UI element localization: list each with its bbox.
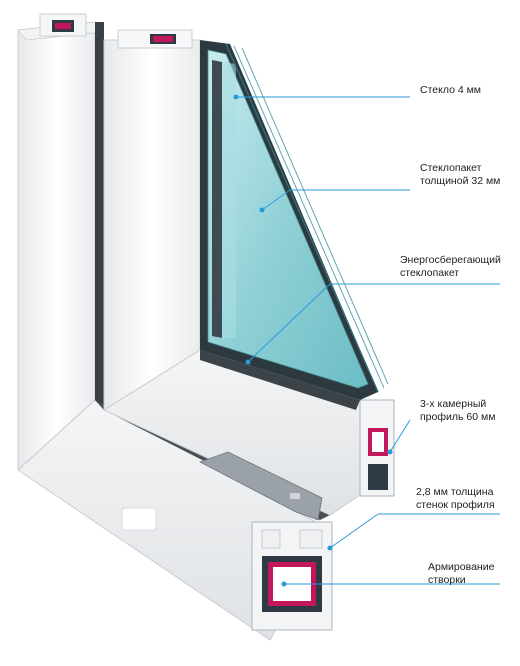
callout-text: Энергосберегающий: [400, 254, 501, 267]
callout-text: 2,8 мм толщина: [416, 486, 495, 499]
callout-text: стенок профиля: [416, 499, 495, 512]
dot-three-chamber: [388, 450, 392, 454]
dot-energy-saving: [246, 360, 250, 364]
callout-energy-saving-unit: Энергосберегающий стеклопакет: [400, 254, 501, 280]
dot-glass-4mm: [234, 95, 238, 99]
callout-text: Армирование: [428, 561, 494, 574]
callout-text: Стекло 4 мм: [420, 84, 481, 97]
callout-text: 3-х камерный: [420, 398, 495, 411]
dot-glass-unit-32mm: [260, 208, 264, 212]
callout-text: толщиной 32 мм: [420, 175, 500, 188]
leader-wall-thickness-a: [330, 514, 378, 548]
callout-sash-reinforcement: Армирование створки: [428, 561, 494, 587]
callout-wall-thickness: 2,8 мм толщина стенок профиля: [416, 486, 495, 512]
callout-glass-unit-32mm: Стеклопакет толщиной 32 мм: [420, 162, 500, 188]
dot-reinforcement: [282, 582, 286, 586]
drain-cap: [122, 508, 156, 530]
glass-unit: [200, 40, 388, 410]
callout-three-chamber-profile: 3-х камерный профиль 60 мм: [420, 398, 495, 424]
callout-glass-4mm: Стекло 4 мм: [420, 84, 481, 97]
callout-text: профиль 60 мм: [420, 411, 495, 424]
callout-text: Стеклопакет: [420, 162, 500, 175]
callout-text: створки: [428, 574, 494, 587]
callout-text: стеклопакет: [400, 267, 501, 280]
dot-wall-thickness: [328, 546, 332, 550]
